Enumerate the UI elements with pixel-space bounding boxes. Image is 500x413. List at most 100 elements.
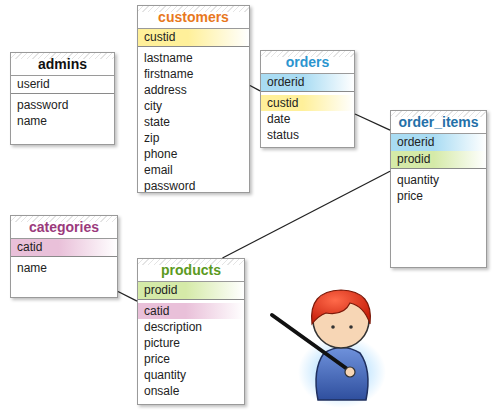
person-body [316, 348, 368, 401]
field-row: email [138, 162, 249, 178]
person-eye [331, 325, 335, 329]
field-row: picture [138, 335, 244, 351]
field-row: state [138, 114, 249, 130]
column-name: catid [17, 240, 42, 254]
field-row: name [11, 113, 114, 129]
table-box: order_itemsorderid prodid quantity price [390, 110, 487, 268]
relation-line [355, 114, 390, 130]
key-section: orderid [261, 74, 354, 92]
field-row: price [391, 188, 486, 204]
table-header: admins [11, 53, 114, 76]
key-row: prodid [391, 151, 486, 168]
table-box: categories catid name [10, 215, 118, 298]
field-row: city [138, 98, 249, 114]
column-name: quantity [144, 368, 186, 382]
table-header: categories [11, 216, 117, 239]
table-name: customers [158, 9, 229, 25]
column-name: picture [144, 336, 180, 350]
field-row: lastname [138, 50, 249, 66]
field-section: name [11, 257, 117, 276]
field-row: phone [138, 146, 249, 162]
column-name: orderid [397, 135, 434, 149]
field-section: lastname firstname address city state zip phon… [138, 47, 249, 193]
table-name: orders [286, 54, 330, 70]
field-row: custid [261, 95, 354, 111]
key-row: prodid [138, 282, 244, 299]
table-box: orders orderid custid date status [260, 50, 355, 148]
column-name: date [267, 112, 290, 126]
table-box: customers custid lastname firstname address c… [137, 5, 250, 193]
field-row: status [261, 127, 354, 143]
relation-line [250, 85, 260, 90]
pointer-stick [272, 315, 350, 371]
column-name: custid [267, 96, 298, 110]
column-name: quantity [397, 173, 439, 187]
field-row: password [11, 97, 114, 113]
column-name: price [397, 189, 423, 203]
table-name: products [161, 262, 221, 278]
field-section: password name [11, 94, 114, 129]
field-section: custid date status [261, 92, 354, 143]
table-header: customers [138, 6, 249, 29]
key-section: orderid prodid [391, 134, 486, 169]
column-name: email [144, 163, 173, 177]
field-row: description [138, 319, 244, 335]
column-name: custid [144, 30, 175, 44]
column-name: zip [144, 131, 159, 145]
table-header: orders [261, 51, 354, 74]
table-name: order_items [398, 114, 478, 130]
field-row: price [138, 351, 244, 367]
key-row: userid [11, 76, 114, 93]
field-row: quantity [391, 172, 486, 188]
field-row: password [138, 178, 249, 193]
field-row: quantity [138, 367, 244, 383]
column-name: catid [144, 304, 169, 318]
field-section: catid description picture price quantity onsa… [138, 300, 244, 399]
column-name: name [17, 261, 47, 275]
column-name: description [144, 320, 202, 334]
field-row: address [138, 82, 249, 98]
key-section: prodid [138, 282, 244, 300]
column-name: status [267, 128, 299, 142]
column-name: phone [144, 147, 177, 161]
column-name: password [144, 179, 195, 193]
column-name: lastname [144, 51, 193, 65]
person-hair [312, 290, 371, 324]
key-row: catid [11, 239, 117, 256]
column-name: firstname [144, 67, 193, 81]
column-name: prodid [397, 152, 430, 166]
key-section: custid [138, 29, 249, 47]
column-name: userid [17, 77, 50, 91]
key-row: orderid [261, 74, 354, 91]
column-name: city [144, 99, 162, 113]
column-name: state [144, 115, 170, 129]
relation-line [118, 292, 137, 302]
person-hand [345, 367, 355, 377]
column-name: prodid [144, 283, 177, 297]
table-name: admins [38, 56, 87, 72]
column-name: price [144, 352, 170, 366]
table-name: categories [29, 219, 99, 235]
field-row: name [11, 260, 117, 276]
table-header: order_items [391, 111, 486, 134]
table-box: products prodid catid description picture pri… [137, 258, 245, 405]
key-section: catid [11, 239, 117, 257]
column-name: address [144, 83, 187, 97]
person-eye [349, 325, 353, 329]
field-row: date [261, 111, 354, 127]
column-name: name [17, 114, 47, 128]
column-name: onsale [144, 384, 179, 398]
table-box: admins userid password name [10, 52, 115, 145]
key-row: custid [138, 29, 249, 46]
field-row: catid [138, 303, 244, 319]
key-section: userid [11, 76, 114, 94]
field-row: zip [138, 130, 249, 146]
field-row: firstname [138, 66, 249, 82]
table-header: products [138, 259, 244, 282]
key-row: orderid [391, 134, 486, 151]
field-row: onsale [138, 383, 244, 399]
column-name: password [17, 98, 68, 112]
field-section: quantity price [391, 169, 486, 204]
column-name: orderid [267, 75, 304, 89]
